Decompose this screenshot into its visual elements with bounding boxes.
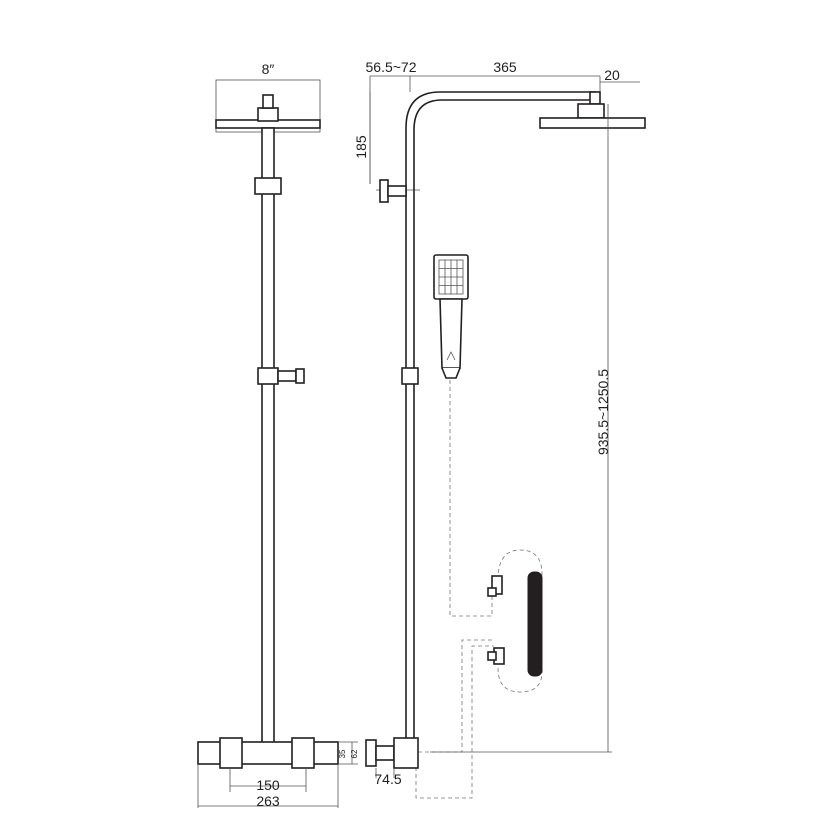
front-height-small-b: 62 [350, 749, 359, 758]
hose-lower-nut [487, 651, 497, 661]
side-view: 56.5~72 365 20 185 [353, 59, 646, 799]
front-valve-right-knob [291, 737, 315, 769]
front-head-nut [262, 94, 274, 109]
hose-upper-nut [487, 587, 497, 597]
front-width-outer: 263 [256, 793, 280, 809]
side-arm-length-label: 365 [493, 59, 517, 75]
front-head-label: 8″ [262, 61, 275, 77]
front-valve-body [197, 741, 339, 765]
side-valve-offset-label: 74.5 [374, 771, 401, 787]
hose-leader-mid [416, 639, 492, 753]
side-arm-end [589, 91, 601, 105]
side-slider-clamp [401, 367, 419, 385]
side-wall-bracket-plate [379, 179, 389, 203]
side-valve-knob [365, 739, 377, 767]
side-valve-body [393, 737, 419, 769]
side-wall-bracket-arm [387, 185, 407, 197]
front-valve-left-knob [219, 737, 243, 769]
front-head-connector [257, 107, 279, 122]
handshower-base [441, 367, 461, 379]
front-view: 8″ 150 263 35 62 [197, 61, 359, 809]
side-head-thickness-label: 20 [604, 67, 620, 83]
front-width-inner: 150 [256, 777, 280, 793]
handshower-handle [439, 298, 463, 369]
side-bracket-drop-label: 185 [353, 135, 369, 159]
front-slider-holder [295, 368, 305, 384]
front-slider-arm [277, 370, 297, 382]
hose-leader-upper [449, 380, 493, 617]
side-offset-label: 56.5~72 [366, 59, 417, 75]
front-upper-bracket [254, 177, 282, 195]
hose-leader-lower [415, 645, 494, 799]
side-head-connector [577, 103, 605, 119]
front-height-small-a: 35 [338, 749, 347, 758]
handshower-nozzle-grid [438, 259, 464, 295]
front-riser-pipe [261, 127, 275, 749]
hose-upper-fitting [491, 575, 503, 595]
side-valve-stem [375, 745, 395, 761]
side-total-height-label: 935.5~1250.5 [595, 369, 611, 455]
side-shower-head [539, 117, 646, 129]
side-riser-outer [405, 91, 596, 740]
shower-hose [487, 549, 543, 693]
front-slider-clamp [257, 367, 279, 385]
side-riser-inner [413, 99, 596, 740]
